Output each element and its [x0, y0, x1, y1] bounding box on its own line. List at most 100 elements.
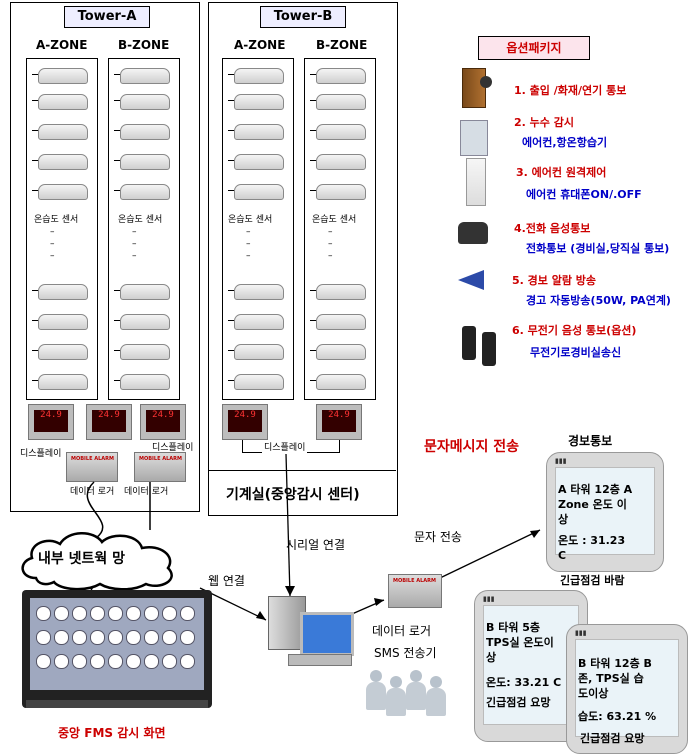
option-2-sub: 에어컨,항온항습기 [522, 136, 608, 149]
tower-a-sensor-label-b: 온습도 센서 [118, 215, 163, 225]
phone-1-urgent: 긴급점검 바람 [560, 574, 625, 587]
fms-gauge-icon [126, 630, 141, 645]
temperature-humidity-sensor-icon [114, 342, 170, 362]
option-2-title: 2. 누수 감시 [514, 116, 574, 129]
temperature-humidity-sensor-icon [32, 152, 88, 172]
temperature-humidity-sensor-icon [114, 182, 170, 202]
sms-send-label: 문자 전송 [414, 530, 462, 544]
serial-link-arrow [285, 453, 291, 597]
tower-a-ellipsis-b: ––– [132, 227, 137, 261]
tower-b-title: Tower-B [260, 6, 346, 28]
fms-gauge-icon [72, 630, 87, 645]
temperature-humidity-sensor-icon [114, 372, 170, 392]
phone-3-urgent: 긴급점검 요망 [580, 732, 645, 745]
air-conditioner-icon [466, 158, 486, 206]
computer-monitor-icon [300, 612, 354, 656]
temperature-humidity-sensor-icon [228, 92, 284, 112]
center-logger-label: 데이터 로거 [372, 624, 432, 638]
temperature-humidity-sensor-icon [32, 66, 88, 86]
option-4-title: 4.전화 음성통보 [514, 222, 591, 235]
machine-room-divider [208, 470, 396, 471]
operator-icon-2 [386, 676, 406, 716]
temperature-humidity-sensor-icon [114, 282, 170, 302]
computer-tower-icon [268, 596, 306, 650]
fms-gauge-icon [144, 654, 159, 669]
tower-b-zone-b-label: B-ZONE [316, 38, 368, 52]
fms-gauge-icon [36, 654, 51, 669]
sms-send-arrow [439, 529, 541, 579]
option-6-sub: 무전기로경비실송신 [530, 346, 622, 359]
option-6-title: 6. 무전기 음성 통보(옵션) [512, 324, 637, 337]
fms-gauge-icon [36, 630, 51, 645]
fms-monitor-stand [26, 700, 208, 708]
tower-a-display-3: 24.9 [140, 404, 186, 440]
tower-a-network-line [86, 481, 104, 539]
tower-a-logger-2: MOBILE ALARM [134, 452, 186, 482]
tower-a-zone-a-column [26, 58, 98, 400]
temperature-humidity-sensor-icon [32, 182, 88, 202]
tower-a-display-label-1: 디스플레이 [20, 449, 62, 459]
temperature-humidity-sensor-icon [228, 182, 284, 202]
temperature-humidity-sensor-icon [32, 372, 88, 392]
fms-gauge-icon [108, 654, 123, 669]
operator-icon-1 [366, 670, 386, 710]
door-icon [462, 68, 486, 108]
temperature-humidity-sensor-icon [114, 92, 170, 112]
signal-icon: ▮▮▮ [555, 457, 567, 465]
network-cloud-icon [21, 532, 173, 591]
fms-gauge-icon [108, 630, 123, 645]
megaphone-icon [458, 270, 484, 290]
fms-gauge-icon [180, 606, 195, 621]
tower-a-zone-a-label: A-ZONE [36, 38, 88, 52]
temperature-humidity-sensor-icon [114, 312, 170, 332]
temperature-humidity-sensor-icon [310, 182, 366, 202]
network-label: 내부 넷트웍 망 [38, 551, 126, 567]
radio-icon-1 [462, 326, 476, 360]
fms-gauge-icon [162, 630, 177, 645]
option-5-sub: 경고 자동방송(50W, PA연계) [526, 294, 671, 307]
temperature-humidity-sensor-icon [32, 122, 88, 142]
tower-b-zone-a-column [222, 58, 294, 400]
temperature-humidity-sensor-icon [114, 122, 170, 142]
temperature-humidity-sensor-icon [228, 312, 284, 332]
temperature-humidity-sensor-icon [114, 152, 170, 172]
fms-gauge-icon [108, 606, 123, 621]
tower-b-sensor-label-a: 온습도 센서 [228, 215, 273, 225]
temperature-humidity-sensor-icon [228, 342, 284, 362]
fms-gauge-icon [72, 654, 87, 669]
sms-send-arrowhead [530, 530, 540, 538]
temperature-humidity-sensor-icon [32, 342, 88, 362]
temperature-humidity-sensor-icon [228, 152, 284, 172]
option-5-title: 5. 경보 알람 방송 [512, 274, 597, 287]
tower-b-zone-a-label: A-ZONE [234, 38, 286, 52]
phone-3: ▮▮▮ [566, 624, 688, 754]
temperature-humidity-sensor-icon [310, 282, 366, 302]
tower-b-display-2: 24.9 [316, 404, 362, 440]
serial-connection-label: 시리얼 연결 [286, 538, 346, 552]
fms-gauge-icon [126, 606, 141, 621]
temperature-humidity-sensor-icon [310, 312, 366, 332]
fms-gauge-icon [144, 630, 159, 645]
fms-gauge-icon [144, 606, 159, 621]
serial-link-arrowhead [285, 586, 295, 596]
option-3-title: 3. 에어컨 원격제어 [516, 166, 607, 179]
signal-icon: ▮▮▮ [575, 629, 587, 637]
tower-b-zone-b-column [304, 58, 376, 400]
tower-a-display-label-2: 디스플레이 [152, 443, 194, 453]
fms-gauge-icon [180, 630, 195, 645]
machine-room-label: 기계실(중앙감시 센터) [226, 487, 360, 503]
tower-a-logger-1: MOBILE ALARM [66, 452, 118, 482]
tower-a-ellipsis-a: ––– [50, 227, 55, 261]
temperature-humidity-sensor-icon [310, 92, 366, 112]
tower-a-logger-label-1: 데이터 로거 [70, 487, 115, 497]
fms-gauge-icon [162, 606, 177, 621]
temperature-humidity-sensor-icon [310, 122, 366, 142]
temperature-humidity-sensor-icon [32, 282, 88, 302]
signal-icon: ▮▮▮ [483, 595, 495, 603]
alert-title: 경보통보 [568, 434, 613, 448]
camera-icon [480, 76, 492, 88]
fms-gauge-icon [72, 606, 87, 621]
